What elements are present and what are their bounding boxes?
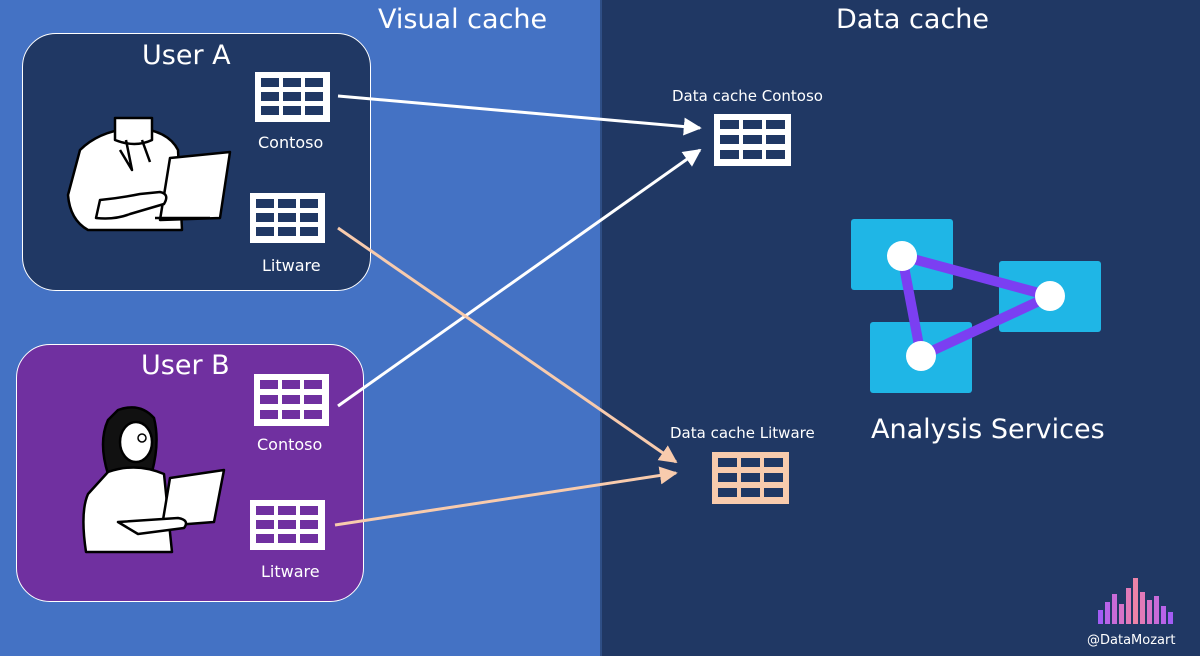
user-b-title: User B <box>141 350 230 381</box>
user-a-litware-label: Litware <box>262 256 321 275</box>
user-a-contoso-label: Contoso <box>258 133 324 152</box>
arrow-user-b-contoso <box>337 148 702 408</box>
user-a-title: User A <box>142 40 231 71</box>
data-cache-heading: Data cache <box>836 4 990 35</box>
arrow-user-a-litware <box>337 226 678 464</box>
data-cache-litware-label: Data cache Litware <box>670 424 815 442</box>
user-b-contoso-label: Contoso <box>257 435 323 454</box>
table-grid-icon <box>714 114 791 166</box>
person-with-laptop-icon <box>66 116 232 232</box>
arrow-user-a-contoso <box>337 94 702 136</box>
user-b-litware-label: Litware <box>261 562 320 581</box>
author-credit: @DataMozart <box>1087 633 1176 648</box>
arrow-user-b-litware <box>334 466 678 527</box>
visual-cache-heading: Visual cache <box>378 4 548 35</box>
flow-arrows <box>334 94 702 527</box>
data-cache-contoso-label: Data cache Contoso <box>672 87 823 105</box>
table-grid-icon <box>712 452 789 504</box>
table-grid-icon <box>254 374 329 426</box>
woman-with-laptop-icon <box>82 406 226 554</box>
table-grid-icon <box>255 72 330 122</box>
analysis-services-icon <box>851 219 1101 393</box>
datamozart-logo-icon <box>1098 578 1173 624</box>
table-grid-icon <box>250 193 325 243</box>
analysis-services-label: Analysis Services <box>871 414 1105 445</box>
table-grid-icon <box>250 500 325 550</box>
